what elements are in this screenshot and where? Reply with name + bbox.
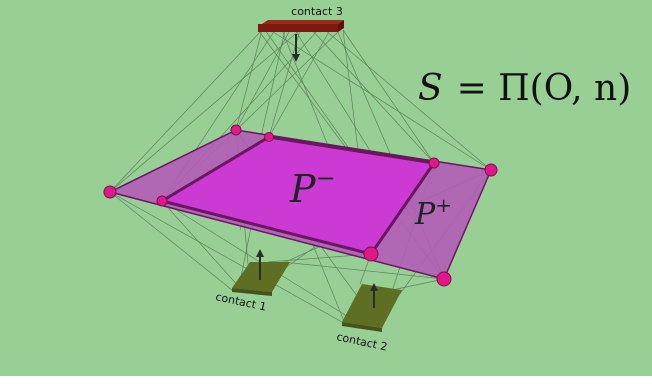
vertex: [230, 124, 242, 136]
contact-3-label: contact 3: [291, 5, 343, 18]
bottom-border: [0, 376, 652, 382]
contact-3-block: [258, 20, 344, 32]
vertices: [103, 124, 498, 287]
formula: S = Π(O, n): [418, 68, 631, 109]
outer-region-label: P+: [414, 193, 452, 232]
contact-2-arrow: [370, 283, 378, 308]
vertex: [484, 163, 498, 177]
inner-region-label: P−: [289, 164, 336, 211]
vertex: [436, 271, 452, 287]
vertex: [264, 132, 274, 142]
vertex: [363, 246, 379, 262]
formula-lhs: S: [418, 68, 443, 109]
contact-3-arrow: [292, 34, 300, 62]
formula-rhs: = Π(O, n): [457, 68, 632, 109]
vertex: [156, 195, 168, 207]
vertex: [428, 157, 440, 169]
contact-1-arrow: [256, 249, 264, 280]
vertex: [103, 185, 117, 199]
contact-2-block: [342, 284, 402, 332]
